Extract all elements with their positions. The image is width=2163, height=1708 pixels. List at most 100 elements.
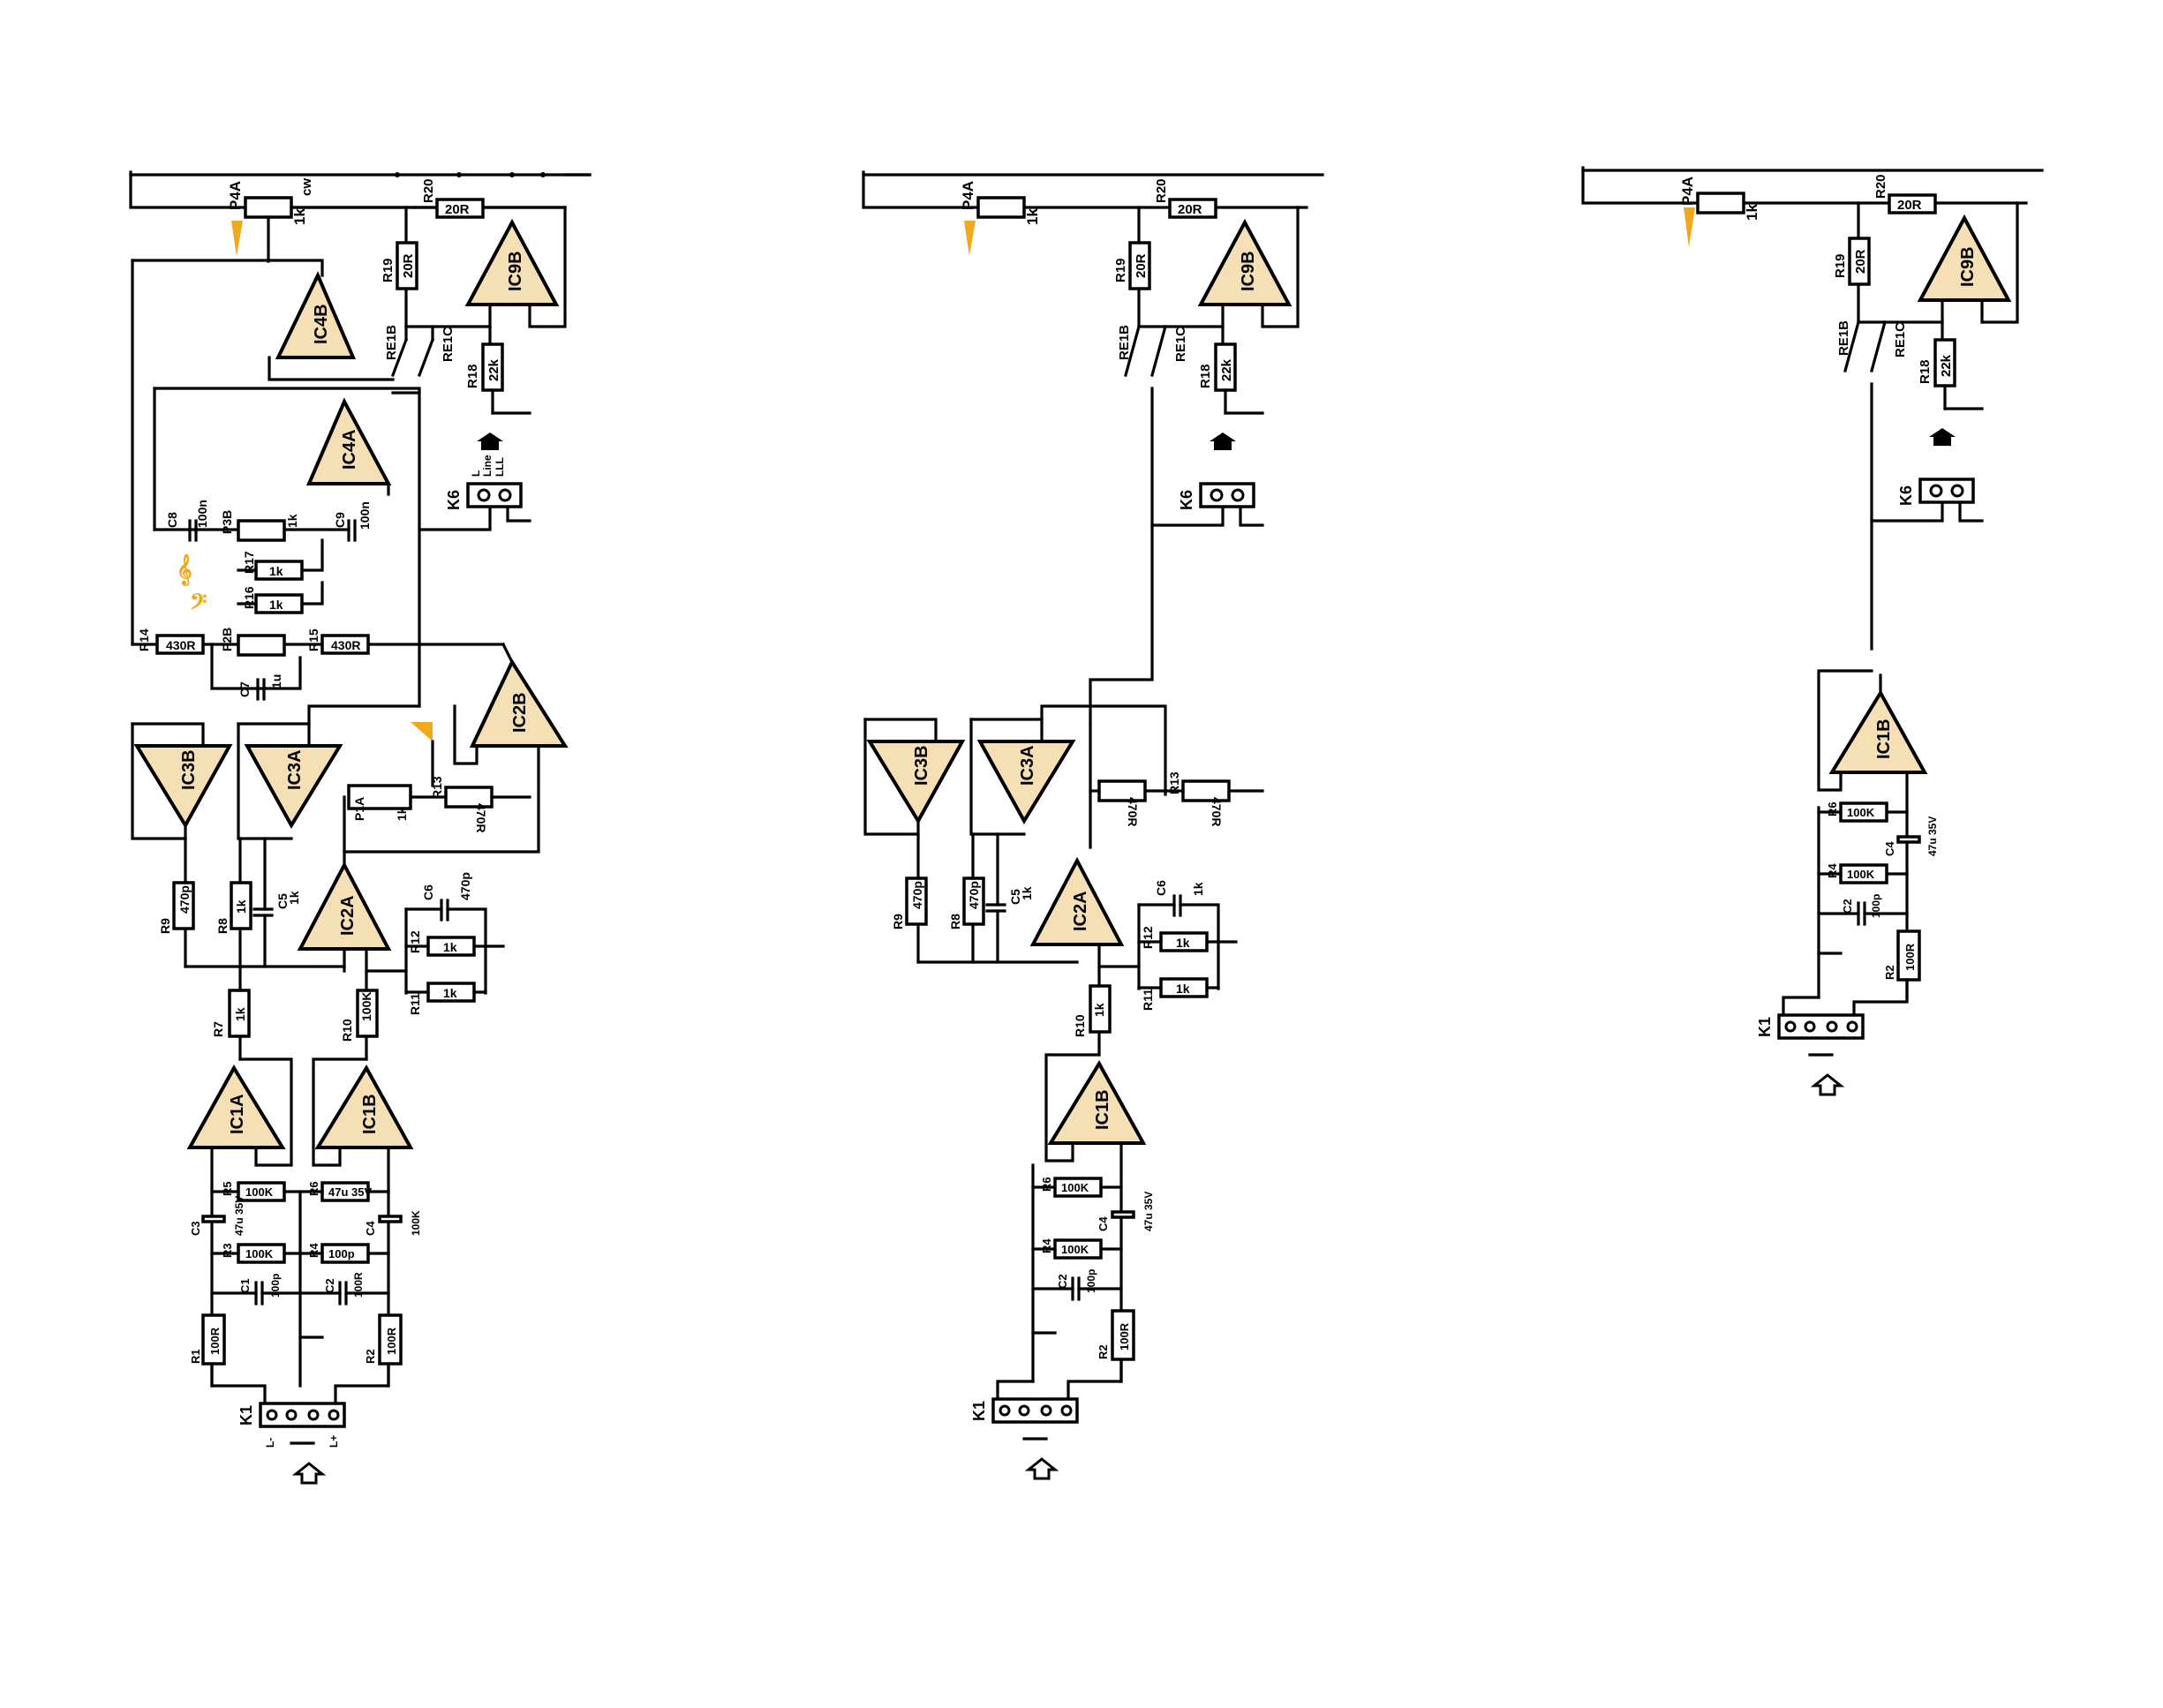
value-label: 470R — [1210, 797, 1224, 826]
ref-label: C1 — [238, 1278, 252, 1293]
circuit-minimal: P4A 1k 20R R20 20R R19 IC9B 22k R18 RE1B… — [1581, 166, 2044, 1096]
ref-label: C2 — [1056, 1274, 1069, 1289]
ref-label: C4 — [1883, 841, 1896, 856]
k6-label: Line — [481, 455, 494, 477]
ref-label: R2 — [364, 1349, 377, 1364]
opamp-label: IC2A — [338, 895, 358, 936]
ref-label: R18 — [1198, 364, 1213, 388]
ref-label: P4A — [1679, 177, 1696, 206]
value-label: 20R — [445, 202, 470, 217]
ref-label: R8 — [215, 918, 230, 934]
value-label: 1k — [285, 514, 299, 528]
ref-label: C7 — [237, 681, 252, 697]
ref-label: C8 — [165, 512, 179, 528]
value-label: 1k — [269, 564, 283, 578]
opamp-label: IC1B — [1093, 1089, 1112, 1130]
ref-label: R6 — [1040, 1177, 1053, 1192]
ref-label: R19 — [1833, 253, 1848, 278]
ref-label: R1 — [189, 1349, 202, 1364]
k6-label: LLL — [494, 457, 506, 477]
value-label: 20R — [1134, 253, 1149, 278]
ref-label: K1 — [1756, 1017, 1774, 1037]
ref-label: R20 — [1154, 178, 1169, 203]
ref-label: K6 — [445, 490, 463, 510]
value-label: 1k — [234, 899, 248, 914]
opamp-label: IC1B — [1874, 719, 1894, 759]
ref-label: R14 — [137, 628, 151, 651]
value-label: 470R — [474, 803, 488, 832]
value-label: 100p — [1085, 1269, 1097, 1293]
value-label: 22k — [1939, 354, 1954, 377]
value-label: 100K — [245, 1185, 274, 1199]
ref-label: K6 — [1178, 490, 1195, 510]
ref-label: K6 — [1897, 485, 1915, 506]
value-label: 1k — [1020, 886, 1034, 900]
value-label: 1u — [269, 674, 283, 688]
treble-icon: 𝄞 — [177, 553, 192, 587]
ref-label: K1 — [970, 1401, 988, 1421]
k1-label: L+ — [328, 1435, 340, 1448]
ref-label: R11 — [1141, 989, 1155, 1011]
k6-label: L — [470, 470, 482, 477]
value-label: 100R — [1903, 943, 1917, 971]
value-label: 1k — [287, 891, 301, 905]
ref-label: P4A — [960, 181, 976, 210]
value-label: 100R — [208, 1327, 222, 1355]
ref-label: R4 — [1826, 863, 1839, 878]
k1-label: L- — [264, 1438, 276, 1448]
ref-label: C3 — [189, 1221, 202, 1236]
value-label: 47u 35V — [328, 1185, 372, 1199]
opamp-label: IC4A — [340, 429, 359, 470]
ref-label: C2 — [1841, 899, 1854, 914]
ref-label: R10 — [340, 1019, 354, 1042]
ref-label: R19 — [381, 258, 396, 282]
ref-label: R10 — [1073, 1014, 1087, 1037]
value-label: 100n — [195, 500, 209, 528]
opamp-label: IC4B — [312, 304, 331, 344]
opamp-label: IC2A — [1071, 891, 1090, 931]
ref-label: R18 — [465, 364, 480, 388]
value-label: 22k — [1219, 358, 1234, 381]
ref-label: C2 — [323, 1278, 336, 1293]
value-label: 1k — [443, 940, 457, 954]
ref-label: C5 — [275, 893, 290, 909]
value-label: 1k — [233, 1007, 247, 1021]
ref-label: RE1B — [1836, 320, 1851, 356]
value-label: 1k — [1176, 982, 1190, 996]
opamp-label: IC3B — [179, 749, 199, 790]
ref-label: C5 — [1008, 889, 1022, 905]
ref-label: R13 — [1167, 771, 1181, 794]
ref-label: R7 — [211, 1021, 225, 1037]
ref-label: R4 — [307, 1243, 320, 1258]
ref-label: R12 — [1141, 926, 1155, 949]
value-label: 1k — [443, 986, 457, 1000]
value-label: 470R — [1126, 797, 1140, 826]
ref-label: R20 — [1873, 174, 1888, 199]
ref-label: R13 — [430, 776, 444, 799]
value-label: 100R — [1118, 1322, 1131, 1351]
value-label: 430R — [166, 638, 195, 652]
circuit-reduced: P4A 1k 20R R20 20R R19 IC9B 22k R18 RE1B… — [862, 170, 1324, 1480]
value-label: 1k — [1744, 204, 1760, 221]
ref-label: RE1B — [1117, 325, 1132, 360]
ref-label: R9 — [158, 918, 172, 934]
ref-label: C4 — [364, 1221, 377, 1236]
ref-label: RE1C — [1893, 322, 1908, 357]
value-label: 470p — [910, 881, 924, 909]
value-label: 20R — [1853, 249, 1868, 274]
value-label: 22k — [486, 358, 501, 381]
ref-label: R18 — [1918, 359, 1933, 384]
opamp-label: IC9B — [1958, 246, 1978, 287]
ref-label: R5 — [221, 1181, 234, 1196]
ref-label: C4 — [1097, 1216, 1110, 1231]
ref-label: R19 — [1113, 258, 1128, 282]
ref-label: R15 — [306, 628, 320, 651]
ref-label: R16 — [242, 586, 256, 609]
value-label: 100K — [1061, 1181, 1089, 1194]
value-label: 1k — [395, 807, 409, 821]
value-label: 430R — [331, 638, 360, 652]
ref-label: C6 — [1154, 880, 1168, 896]
value-label: 47u 35V — [1926, 816, 1939, 856]
value-label: 470p — [967, 881, 981, 909]
